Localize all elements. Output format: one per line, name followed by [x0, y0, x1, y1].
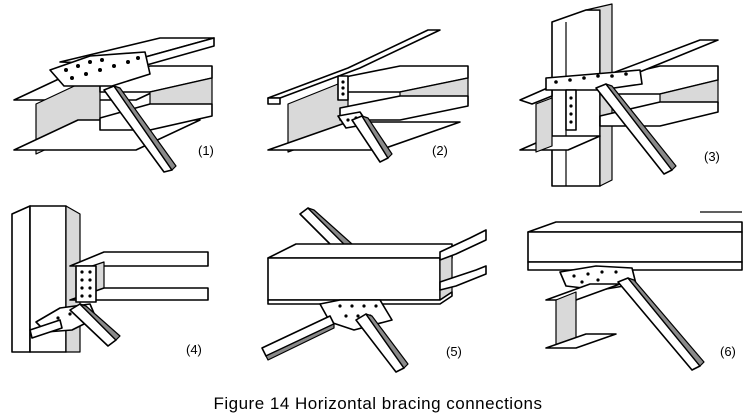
panel-label-6: (6): [720, 344, 736, 359]
panel-label-1: (1): [198, 143, 214, 158]
panel-label-5: (5): [446, 344, 462, 359]
connection-detail-3: [519, 3, 719, 187]
connection-detail-2: [267, 29, 469, 163]
panel-label-4: (4): [186, 342, 202, 357]
panel-label-3: (3): [704, 149, 720, 164]
connection-detail-6: [527, 211, 743, 371]
connection-detail-5: [261, 207, 487, 373]
panel-label-2: (2): [432, 143, 448, 158]
connection-detail-1: [13, 37, 215, 173]
connection-detail-4: [11, 205, 209, 353]
figure-caption: Figure 14 Horizontal bracing connections: [213, 394, 543, 413]
